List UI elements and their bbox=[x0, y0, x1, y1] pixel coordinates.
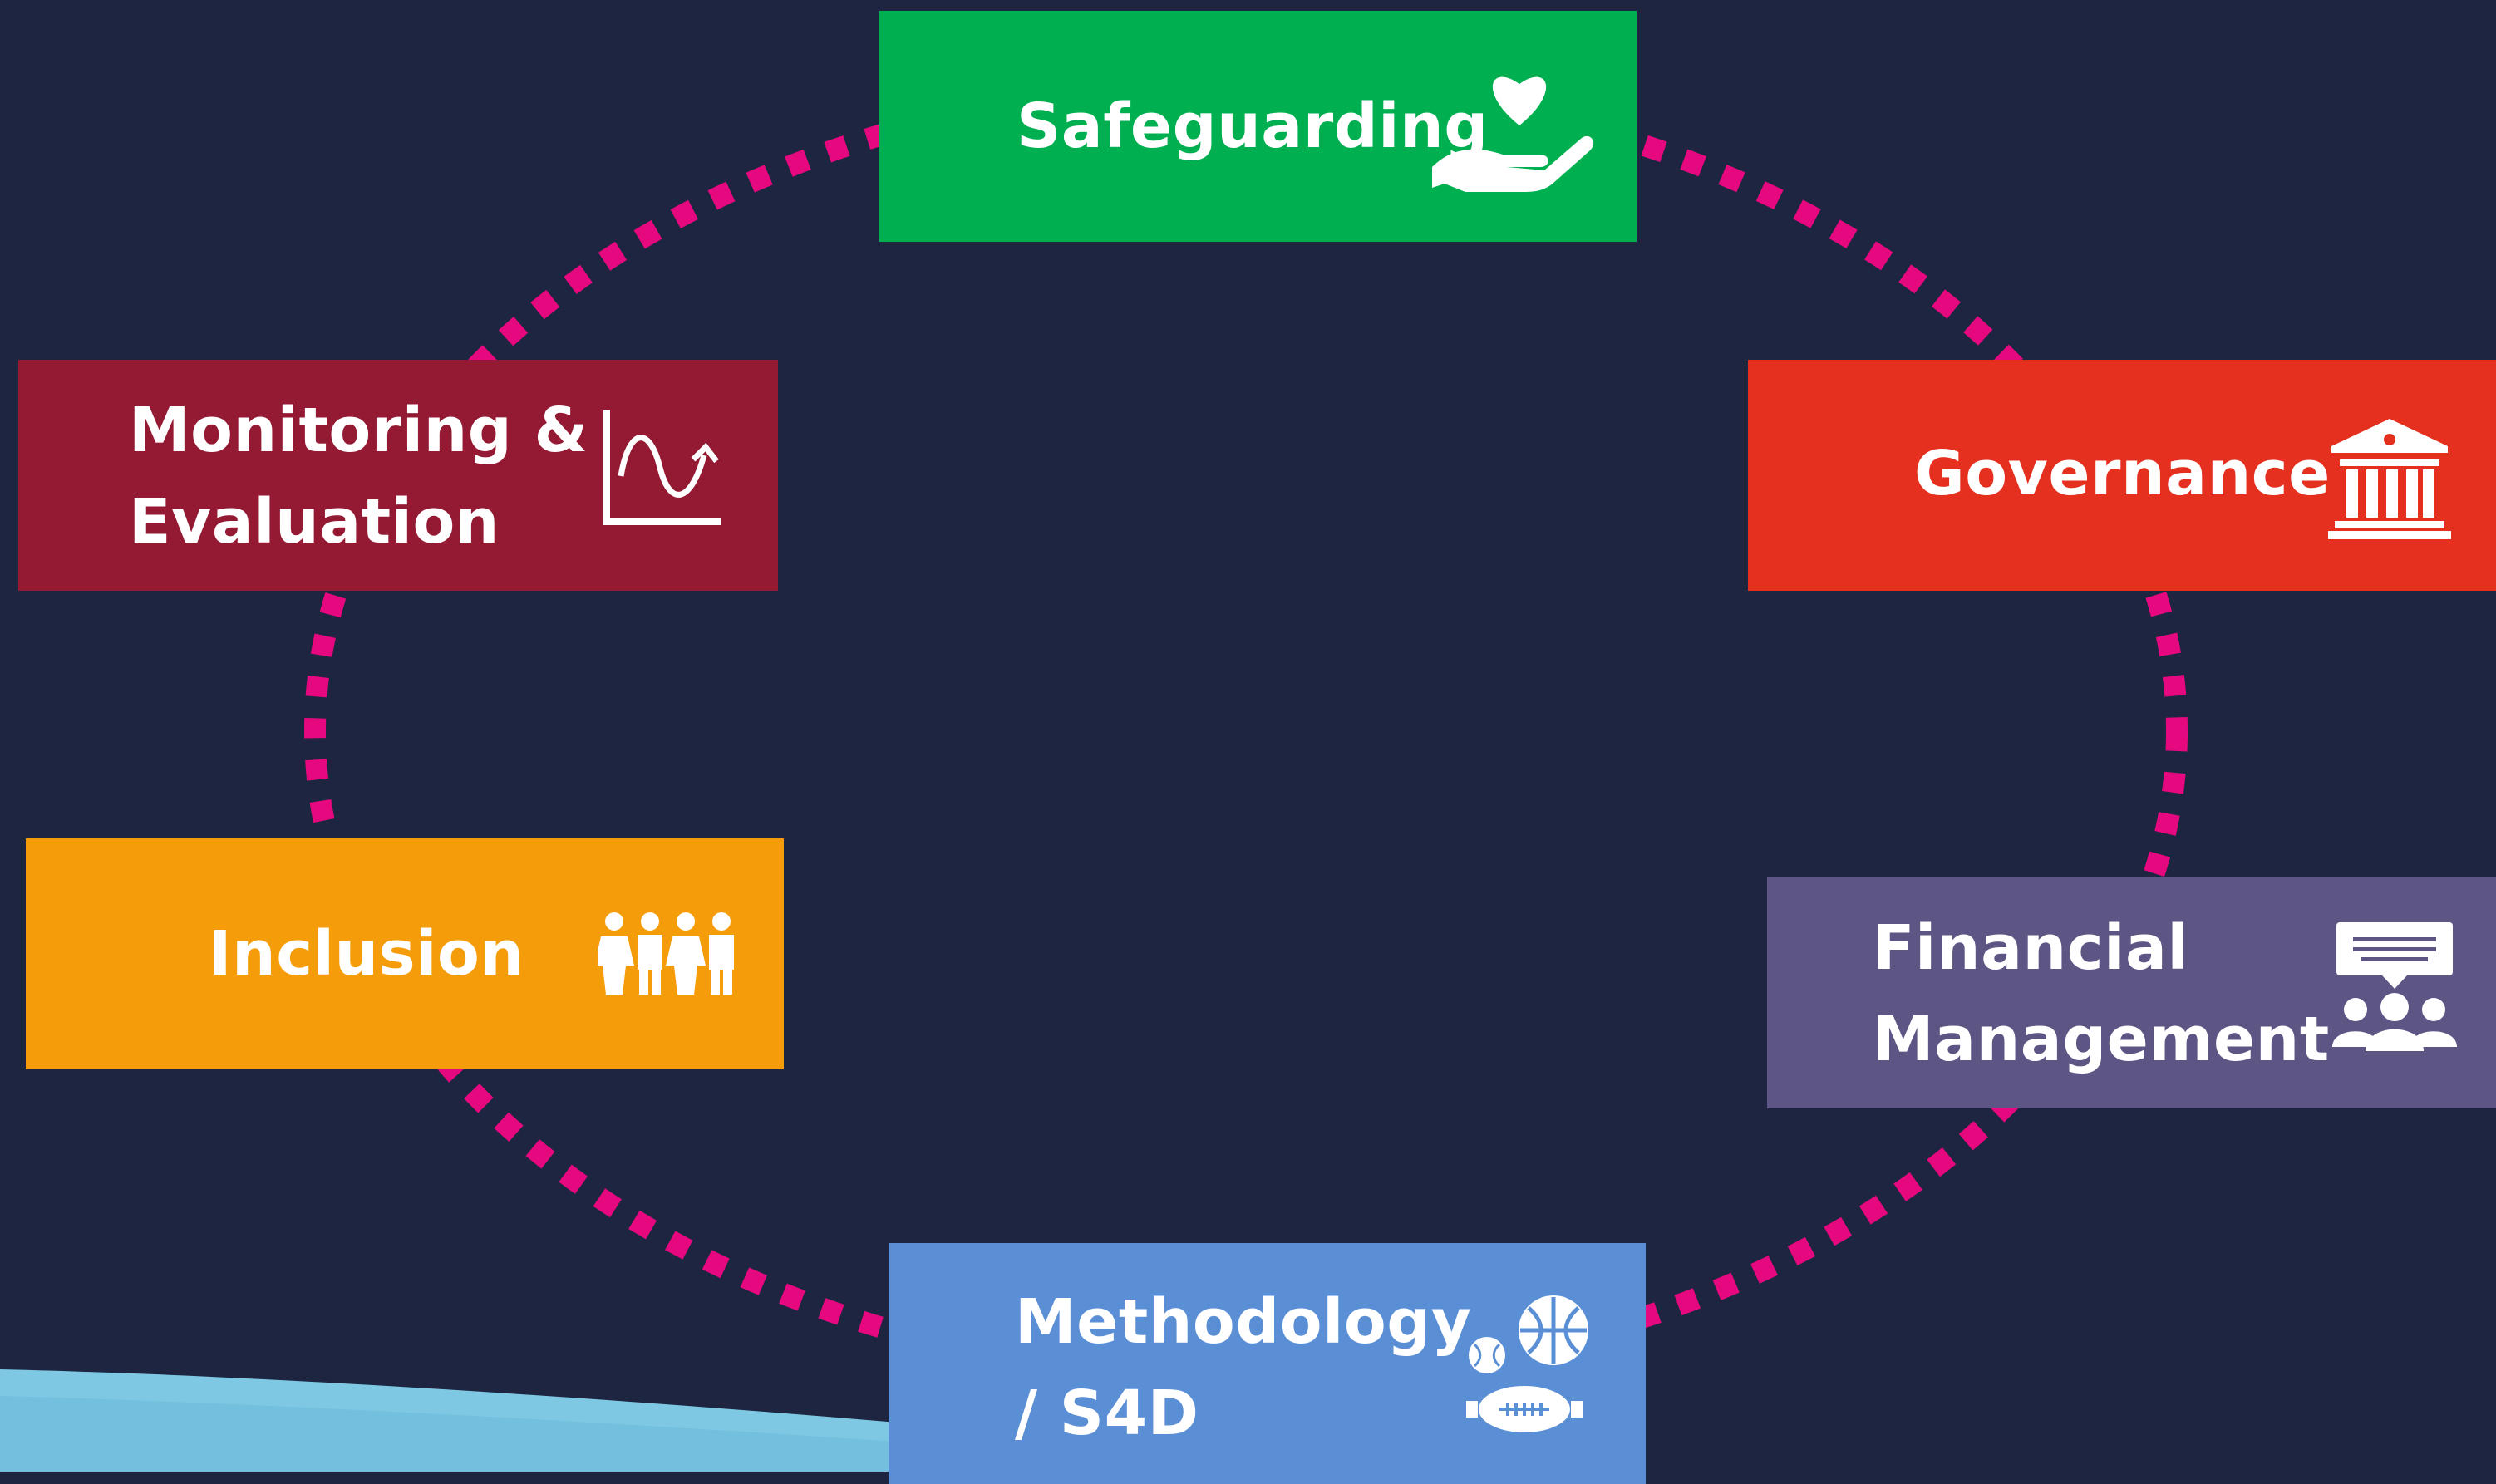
financial-line-1: Financial bbox=[1873, 912, 2189, 984]
methodology-line-2: / S4D bbox=[1015, 1378, 1199, 1449]
group-meeting-icon bbox=[2332, 922, 2457, 1064]
safeguarding-box[interactable]: Safeguarding bbox=[879, 11, 1637, 242]
institution-icon bbox=[2323, 415, 2456, 539]
people-group-icon bbox=[598, 912, 739, 995]
safeguarding-line-1: Safeguarding bbox=[1017, 91, 1489, 162]
inclusion-label: Inclusion bbox=[209, 908, 524, 1000]
safeguarding-label: Safeguarding bbox=[1017, 81, 1489, 172]
financial-management-label: Financial Management bbox=[1873, 902, 2330, 1085]
heart-hand-icon bbox=[1428, 67, 1594, 192]
governance-label: Governance bbox=[1914, 428, 2331, 519]
governance-line-1: Governance bbox=[1914, 438, 2331, 509]
methodology-line-1: Methodology bbox=[1015, 1286, 1472, 1358]
financial-line-2: Management bbox=[1873, 1004, 2330, 1075]
methodology-label: Methodology / S4D bbox=[1015, 1276, 1471, 1459]
methodology-box[interactable]: Methodology / S4D bbox=[889, 1243, 1646, 1484]
inclusion-line-1: Inclusion bbox=[209, 918, 524, 990]
trend-chart-icon bbox=[600, 410, 725, 534]
monitoring-line-2: Evaluation bbox=[129, 486, 500, 558]
monitoring-line-1: Monitoring & bbox=[129, 395, 588, 466]
sports-balls-icon bbox=[1462, 1293, 1603, 1434]
inclusion-box[interactable]: Inclusion bbox=[26, 838, 784, 1069]
dotted-ring bbox=[304, 72, 2188, 1390]
monitoring-evaluation-label: Monitoring & Evaluation bbox=[129, 385, 588, 568]
governance-box[interactable]: Governance bbox=[1748, 360, 2496, 591]
wave-shape-shade bbox=[0, 1396, 898, 1472]
financial-management-box[interactable]: Financial Management bbox=[1767, 877, 2496, 1108]
monitoring-evaluation-box[interactable]: Monitoring & Evaluation bbox=[18, 360, 778, 591]
